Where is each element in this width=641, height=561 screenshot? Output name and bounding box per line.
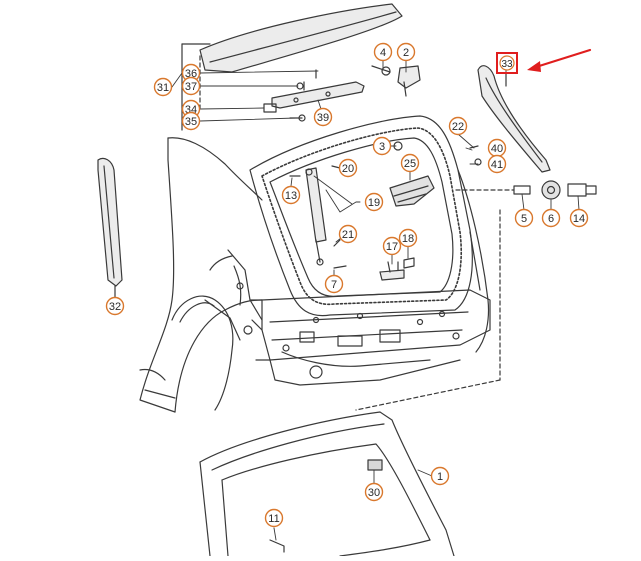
callout-label: 32 [109, 301, 121, 313]
rear-spoiler [199, 3, 403, 73]
callout-label: 20 [342, 163, 354, 175]
callout-21[interactable]: 21 [338, 224, 358, 244]
car-body [139, 43, 263, 413]
callout-label: 2 [403, 47, 409, 59]
red-arrow-icon [527, 48, 592, 72]
callout-label: 21 [342, 229, 354, 241]
callout-19[interactable]: 19 [364, 192, 384, 212]
hinge [371, 65, 421, 97]
callout-25[interactable]: 25 [400, 153, 420, 173]
callout-label: 25 [404, 158, 416, 170]
callout-label: 5 [521, 213, 527, 225]
callout-label: 30 [368, 487, 380, 499]
callout-label: 3 [379, 141, 385, 153]
callout-13[interactable]: 13 [281, 185, 301, 205]
callout-35[interactable]: 35 [181, 111, 201, 131]
right-trim-strip [477, 65, 551, 173]
callout-label: 13 [285, 190, 297, 202]
callout-label: 40 [491, 143, 503, 155]
callout-7[interactable]: 7 [324, 274, 344, 294]
left-trim-strip [97, 157, 123, 299]
tailgate-opening [199, 55, 501, 411]
callout-2[interactable]: 2 [396, 42, 416, 62]
callout-5[interactable]: 5 [514, 208, 534, 228]
brake-light-bracket [271, 69, 365, 109]
callout-label: 31 [157, 82, 169, 94]
callout-3[interactable]: 3 [372, 136, 392, 156]
callout-11[interactable]: 11 [264, 508, 284, 528]
callout-label: 17 [386, 241, 398, 253]
tailgate [199, 411, 455, 557]
callout-30[interactable]: 30 [364, 482, 384, 502]
callout-18[interactable]: 18 [398, 228, 418, 248]
callout-label: 4 [380, 47, 386, 59]
callout-label: 11 [268, 513, 279, 525]
callout-4[interactable]: 4 [373, 42, 393, 62]
callout-37[interactable]: 37 [181, 76, 201, 96]
callout-label: 1 [437, 471, 443, 483]
callout-label: 35 [185, 116, 197, 128]
gas-strut [305, 167, 327, 266]
lock-assembly [389, 175, 435, 207]
striker [379, 257, 415, 281]
fasteners [263, 82, 482, 269]
callout-22[interactable]: 22 [448, 116, 468, 136]
callout-label: 7 [331, 279, 337, 291]
callout-label: 6 [548, 213, 554, 225]
callout-label: 19 [368, 197, 380, 209]
bump-stop-stack [455, 180, 597, 200]
callout-label: 33 [501, 59, 513, 70]
callout-20[interactable]: 20 [338, 158, 358, 178]
callout-33-highlighted[interactable]: 33 [496, 52, 518, 74]
callout-31[interactable]: 31 [153, 77, 173, 97]
callout-40[interactable]: 40 [487, 138, 507, 158]
callout-32[interactable]: 32 [105, 296, 125, 316]
callout-39[interactable]: 39 [313, 107, 333, 127]
callout-17[interactable]: 17 [382, 236, 402, 256]
callout-label: 37 [185, 81, 197, 93]
callout-6[interactable]: 6 [541, 208, 561, 228]
callout-label: 22 [452, 121, 464, 133]
callout-label: 18 [402, 233, 414, 245]
callout-1[interactable]: 1 [430, 466, 450, 486]
callout-label: 39 [317, 112, 329, 124]
callout-label: 14 [573, 213, 585, 225]
callout-41[interactable]: 41 [487, 154, 507, 174]
callout-14[interactable]: 14 [569, 208, 589, 228]
callout-label: 36 [185, 68, 197, 80]
callout-label: 41 [491, 159, 503, 171]
